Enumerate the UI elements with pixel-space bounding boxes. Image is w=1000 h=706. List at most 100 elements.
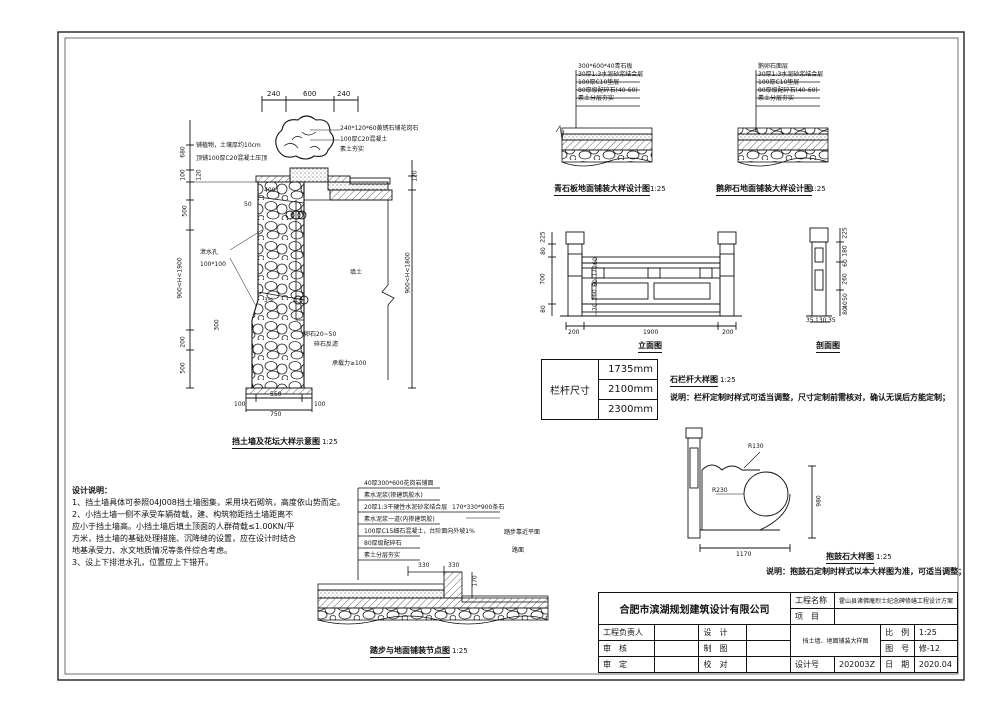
step-dim-170: 170 xyxy=(471,575,479,587)
railing-dim-v-60: 60 xyxy=(591,257,599,265)
railing-dim-v-70: 70 xyxy=(591,303,599,311)
railing-note: 说明：栏杆定制时样式可适当调整，尺寸定制前需核对，确认无误后方能定制； xyxy=(670,393,950,402)
rw-label-bearing: 承载力≥100 xyxy=(332,360,367,367)
step-scale: 1:25 xyxy=(452,647,468,655)
role-label: 校 对 xyxy=(698,656,747,673)
rw-label-fill: 填土 xyxy=(350,269,363,276)
project-value: 霍山县诸佛庵烈士纪念碑修缮工程设计方案 xyxy=(833,592,959,609)
railing-dim-v-60b: 60 xyxy=(591,279,599,287)
rw-label-cap: 顶铺100厚C20混凝土压顶 xyxy=(196,155,268,162)
paving-b-layer: 100厚C10垫层 xyxy=(758,79,800,86)
railing-sec-dim-50: 50 xyxy=(841,293,849,301)
role-label: 审 核 xyxy=(597,640,656,657)
title-block: 合肥市滨湖规划建筑设计有限公司 工程名称 霍山县诸佛庵烈士纪念碑修缮工程设计方案… xyxy=(597,592,959,673)
rw-label-soil: 素土夯实 xyxy=(340,146,365,153)
design-notes: 设计说明： 1、挡土墙具体可参照04J008挡土墙图集，采用块石砌筑，高度依山势… xyxy=(72,485,345,569)
step-caption: 踏步与地面铺装节点图 xyxy=(370,645,450,658)
railing-sec-dim-80: 80 xyxy=(841,307,849,315)
rw-caption: 挡土墙及花坛大样示意图 xyxy=(232,436,320,449)
railing-section-caption: 剖面图 xyxy=(816,340,840,353)
item-value xyxy=(833,608,959,625)
railing-scale: 1:25 xyxy=(720,376,736,384)
project-label: 工程名称 xyxy=(790,592,835,609)
role-value xyxy=(745,656,792,673)
notes-line: 2、小挡土墙一侧不承受车辆荷载，建、构筑物距挡土墙距离不 xyxy=(72,510,294,519)
sheet-value: 修-12 xyxy=(913,640,959,657)
railing-elevation-caption: 立面图 xyxy=(638,340,662,353)
railing-sec-dim-225: 225 xyxy=(841,227,849,239)
role-label: 设 计 xyxy=(698,624,747,641)
scale-label: 比 例 xyxy=(880,624,915,641)
railing-size-2: 2100mm xyxy=(598,379,658,400)
rw-label-drain: 泄水孔 xyxy=(200,249,219,256)
railing-dim-h-1: 200 xyxy=(568,329,580,336)
paving-b-layer: 80厚级配碎石(40-60) xyxy=(758,87,818,94)
railing-sec-dim-h-3: 35 xyxy=(828,317,836,324)
step-dim-330a: 330 xyxy=(418,562,430,569)
paving-a-drawing xyxy=(555,70,653,167)
paving-a-caption: 青石板地面铺装大样设计图 xyxy=(554,183,650,196)
rw-dim-bottom-3: 100 xyxy=(314,401,326,408)
rw-dim-left-200: 200 xyxy=(179,336,187,348)
rw-dim-left-300: 300 xyxy=(213,319,221,331)
paving-a-layer: 300*600*40青石板 xyxy=(578,63,633,70)
railing-sec-dim-180: 180 xyxy=(841,245,849,257)
railing-sec-dim-260: 260 xyxy=(841,273,849,285)
railing-dim-v-700: 700 xyxy=(539,273,547,285)
date-value: 2020.04 xyxy=(913,656,959,673)
outer-frame xyxy=(57,31,965,681)
paving-a-layer: 100厚C10垫层 xyxy=(578,79,620,86)
rw-label-drain-size: 100*100 xyxy=(200,261,226,268)
rw-dim-bottom-1: 100 xyxy=(234,401,246,408)
paving-a-layer: 30厚1:3水泥砂浆结合层 xyxy=(578,71,644,78)
rw-dim-left-100: 100 xyxy=(179,169,187,181)
role-value xyxy=(654,624,700,641)
drum-stone-drawing xyxy=(685,427,816,552)
drum-note: 说明：抱鼓石定制时样式以本大样图为准，可适当调整； xyxy=(766,567,966,576)
rw-label-mortar: 100厚C20混凝土 xyxy=(340,136,388,143)
paving-a-layer: 素土分层夯实 xyxy=(578,95,615,102)
step-layer: 20厚1:3干硬性水泥砂浆结合层 xyxy=(364,504,448,511)
step-detail-drawing xyxy=(317,487,549,625)
rw-dim-left-680: 680 xyxy=(179,146,187,158)
railing-elevation-drawing xyxy=(548,231,742,330)
railing-sec-dim-h-1: 35 xyxy=(806,317,814,324)
step-layer: 素土分层夯实 xyxy=(364,552,401,559)
rw-dim-top-3: 240 xyxy=(337,90,351,98)
step-layer: 100厚C15细石混凝土，台阶面向外坡1% xyxy=(364,528,475,535)
rw-dim-bottom-2: 550 xyxy=(270,391,282,398)
notes-line: 3、设上下排泄水孔，位置应上下错开。 xyxy=(72,558,214,567)
item-label: 项 目 xyxy=(790,608,835,625)
sheet-label: 图 号 xyxy=(880,640,915,657)
paving-b-scale: 1:25 xyxy=(810,185,826,193)
step-layer: 素水泥浆一道(内掺建筑胶) xyxy=(364,516,435,523)
retaining-wall-drawing xyxy=(186,96,416,412)
paving-b-layers: 鹅卵石面层 30厚1:3水泥砂浆结合层 100厚C10垫层 80厚级配碎石(40… xyxy=(758,64,823,104)
rw-dim-top-2: 600 xyxy=(303,90,317,98)
company-name: 合肥市滨湖规划建筑设计有限公司 xyxy=(597,592,792,625)
rw-label-gravel: 卵石20~50 xyxy=(304,331,337,338)
railing-dim-h-3: 200 xyxy=(722,329,734,336)
rw-label-slope: 3% xyxy=(264,297,274,304)
railing-size-3: 2300mm xyxy=(598,399,658,420)
rw-label-finish: 铺植物，土壤厚约10cm xyxy=(196,142,261,149)
rw-dim-50: 50 xyxy=(244,201,252,208)
step-top-note: 踏步靠近平面 xyxy=(504,529,541,536)
paving-a-scale: 1:25 xyxy=(650,185,666,193)
railing-size-table: 栏杆尺寸 1735mm 2100mm 2300mm xyxy=(541,359,658,420)
drum-r1: R130 xyxy=(748,443,764,450)
role-value xyxy=(745,624,792,641)
role-label: 制 图 xyxy=(698,640,747,657)
notes-line: 应小于挡土墙高。小挡土墙后填土顶面的人群荷载≤1.00KN/平 xyxy=(72,522,295,531)
rw-dim-left-500b: 500 xyxy=(179,362,187,374)
railing-dim-v-80: 80 xyxy=(539,247,547,255)
inner-frame xyxy=(64,37,959,675)
railing-size-label: 栏杆尺寸 xyxy=(541,359,599,420)
rw-scale: 1:25 xyxy=(322,438,338,446)
drum-caption: 抱鼓石大样图 xyxy=(826,551,874,564)
railing-section-drawing xyxy=(806,227,844,323)
drum-r2: R230 xyxy=(712,487,728,494)
paving-b-layer: 素土分层夯实 xyxy=(758,95,795,102)
